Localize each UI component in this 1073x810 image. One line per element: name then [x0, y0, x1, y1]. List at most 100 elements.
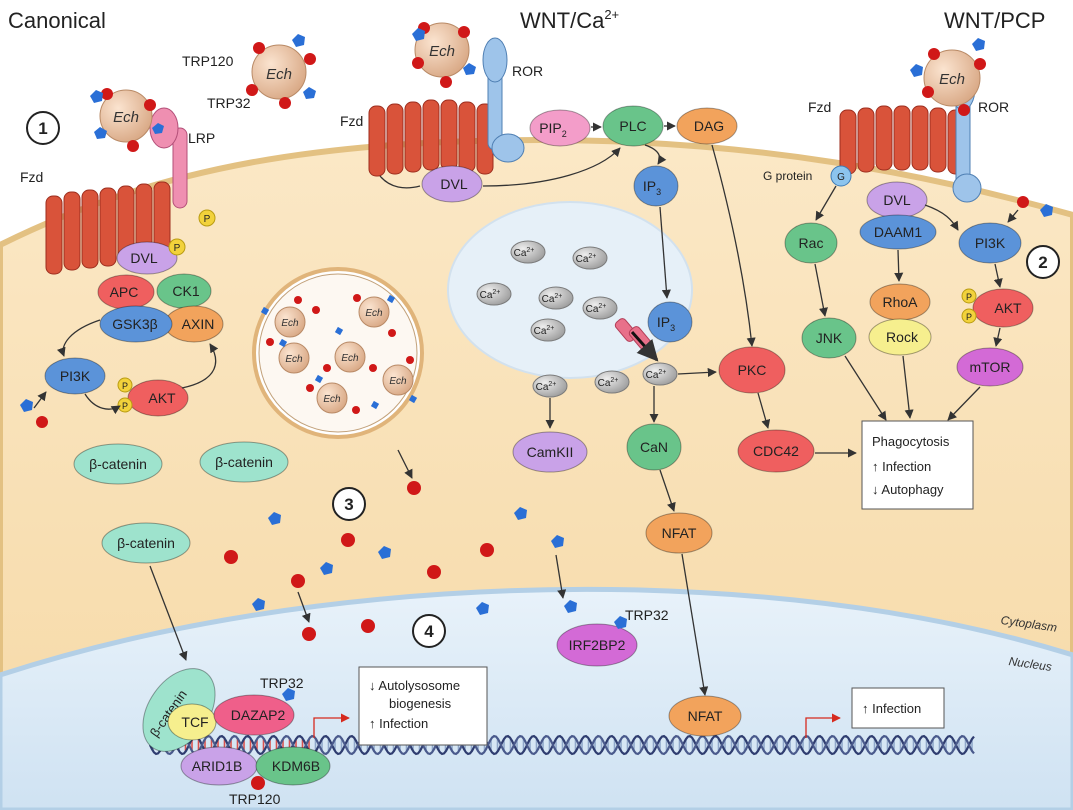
rock-node: Rock — [868, 318, 932, 356]
akt-node-pcp: AKT — [972, 288, 1034, 328]
svg-text:PIP2: PIP2 — [539, 120, 567, 139]
trp120-label-top: TRP120 — [182, 53, 234, 69]
svg-text:APC: APC — [110, 284, 139, 300]
ck1-node: CK1 — [156, 273, 212, 309]
svg-text:Ca2+: Ca2+ — [576, 253, 597, 265]
svg-text:IRF2BP2: IRF2BP2 — [569, 637, 626, 653]
ech-bacterium-pcp: Ech — [910, 38, 986, 116]
svg-text:Ca2+: Ca2+ — [586, 303, 607, 315]
svg-text:Ech: Ech — [113, 109, 139, 126]
svg-text:Ca2+: Ca2+ — [646, 369, 667, 381]
svg-text:DAAM1: DAAM1 — [874, 224, 922, 240]
outcome-box-cytoplasm: Phagocytosis ↑ Infection ↓ Autophagy — [861, 420, 974, 510]
svg-text:IP3: IP3 — [657, 314, 675, 333]
svg-text:3: 3 — [344, 495, 353, 514]
trp32-label-nucleus-2: TRP32 — [625, 607, 669, 623]
arrow-pi3k-to-akt-pcp — [993, 263, 1003, 288]
svg-text:P: P — [174, 243, 181, 254]
ip3-node-2: IP3 — [647, 301, 693, 343]
phospho-akt-pcp-2: P — [961, 308, 977, 324]
ech-bacterium-ca: Ech — [412, 22, 476, 88]
nfat-node-cyto: NFAT — [645, 512, 713, 554]
ror-label-pcp: ROR — [978, 99, 1009, 115]
arrow-plc-to-ip3 — [644, 144, 667, 165]
vacuole-ech-5: Ech — [382, 364, 414, 396]
fzd-label-ca: Fzd — [340, 113, 363, 129]
svg-text:Ech: Ech — [281, 318, 299, 329]
svg-text:Ech: Ech — [365, 308, 383, 319]
svg-text:↓ Autophagy: ↓ Autophagy — [872, 482, 944, 497]
dna-strand — [149, 734, 975, 756]
svg-text:P: P — [966, 312, 972, 322]
dvl-node-ca: DVL — [421, 165, 483, 203]
svg-text:Ech: Ech — [341, 353, 359, 364]
mtor-node: mTOR — [956, 347, 1024, 387]
fzd-receptor-ca — [368, 99, 494, 177]
arrow-dvl-to-plc — [482, 147, 621, 187]
kdm6b-node: KDM6B — [255, 746, 331, 786]
number-marker-4: 4 — [412, 614, 446, 648]
arrow-rac-to-jnk — [814, 263, 828, 317]
svg-text:AXIN: AXIN — [182, 316, 215, 332]
svg-text:DVL: DVL — [883, 192, 910, 208]
arrow-akt-to-mtor — [993, 327, 1003, 347]
ror-coreceptor-ca — [482, 37, 525, 163]
svg-text:P: P — [204, 214, 211, 225]
beta-catenin-1: β-catenin — [73, 443, 163, 485]
arrow-ca-release — [630, 331, 659, 362]
svg-text:↑ Infection: ↑ Infection — [872, 459, 931, 474]
fzd-label-pcp: Fzd — [808, 99, 831, 115]
svg-text:KDM6B: KDM6B — [272, 758, 320, 774]
svg-text:2: 2 — [1038, 253, 1047, 272]
svg-text:↓ Autolysosome: ↓ Autolysosome — [369, 678, 460, 693]
daam1-node: DAAM1 — [859, 214, 937, 250]
svg-text:P: P — [122, 401, 128, 411]
tcf-node: TCF — [167, 703, 217, 741]
trp120-label-nucleus: TRP120 — [229, 791, 281, 807]
arrow-mtor-to-outcome — [947, 386, 981, 421]
svg-text:RhoA: RhoA — [882, 294, 918, 310]
fzd-receptor-canonical — [45, 181, 171, 275]
fzd-label-canonical: Fzd — [20, 169, 43, 185]
arrow-fzd-to-dvl — [379, 175, 421, 189]
arrow-pkc-to-cdc42 — [757, 392, 771, 429]
svg-text:TCF: TCF — [181, 714, 208, 730]
ca-ion-cyto-3: Ca2+ — [642, 362, 678, 386]
arrow-jnk-to-outcome — [844, 355, 887, 421]
gsk3b-node: GSK3β — [99, 305, 173, 343]
svg-text:Ech: Ech — [939, 71, 965, 88]
svg-text:NFAT: NFAT — [662, 525, 697, 541]
irf2bp2-node: IRF2BP2 — [556, 623, 638, 667]
ca-ion-er-5: Ca2+ — [582, 296, 618, 320]
ech-bacterium-canonical: Ech — [90, 88, 164, 152]
number-marker-3: 3 — [332, 487, 366, 521]
svg-text:Ca2+: Ca2+ — [480, 289, 501, 301]
svg-text:DAG: DAG — [694, 118, 724, 134]
svg-text:Rock: Rock — [886, 329, 919, 345]
svg-text:Ca2+: Ca2+ — [542, 293, 563, 305]
arrow-bcat-to-nucleus — [149, 565, 188, 661]
svg-text:CaN: CaN — [640, 439, 668, 455]
number-marker-1: 1 — [26, 111, 60, 145]
svg-text:DVL: DVL — [440, 176, 467, 192]
ca-ion-er-4: Ca2+ — [538, 286, 574, 310]
can-node: CaN — [626, 423, 682, 471]
lrp-label: LRP — [188, 130, 215, 146]
svg-text:NFAT: NFAT — [688, 708, 723, 724]
svg-text:Ca2+: Ca2+ — [598, 377, 619, 389]
arrow-akt-to-axin — [181, 343, 219, 389]
phospho-dvl: P — [168, 238, 186, 256]
trp120-effector-canonical — [36, 416, 48, 428]
svg-text:Ca2+: Ca2+ — [534, 325, 555, 337]
svg-text:DVL: DVL — [130, 250, 157, 266]
svg-text:DAZAP2: DAZAP2 — [231, 707, 286, 723]
pi3k-node-canonical: PI3K — [44, 357, 106, 395]
phospho-akt-1: P — [117, 377, 133, 393]
arrow-can-to-nfat — [659, 469, 676, 512]
canonical-title: Canonical — [8, 8, 106, 33]
svg-text:ARID1B: ARID1B — [192, 758, 243, 774]
svg-text:G: G — [837, 172, 845, 183]
svg-text:AKT: AKT — [994, 300, 1022, 316]
arrow-dag-to-pkc — [711, 144, 756, 347]
svg-text:β-catenin: β-catenin — [89, 456, 147, 472]
